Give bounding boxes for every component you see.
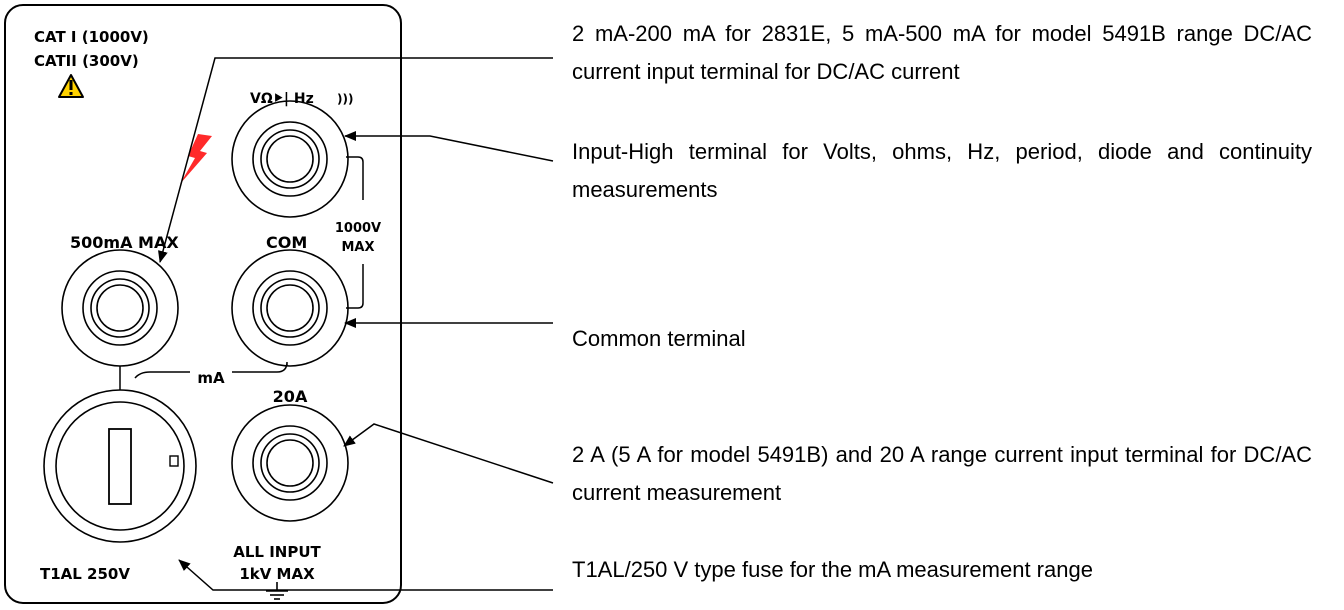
lightning-icon [180, 134, 212, 184]
leader-fuse [178, 559, 553, 591]
high-current-label: 20A [273, 387, 308, 406]
leader-current-input [158, 57, 553, 263]
com-label: COM [266, 233, 307, 252]
category-label-1: CAT I (1000V) [34, 28, 149, 46]
max-voltage-label-1: 1000V [335, 221, 381, 236]
ma-connection-line [119, 361, 288, 390]
category-label-2: CATII (300V) [34, 52, 139, 70]
fuse-holder [43, 389, 197, 543]
max-voltage-label-2: MAX [341, 240, 374, 255]
ma-label: mA [197, 369, 225, 387]
current-terminal-label: 500mA MAX [70, 233, 179, 252]
description-com: Common terminal [572, 326, 746, 351]
continuity-icon: ))) [337, 92, 353, 106]
v-ohm-hz-jack [231, 100, 349, 218]
all-input-label-2: 1kV MAX [239, 565, 315, 583]
max-voltage-bracket [346, 156, 364, 309]
leader-v-terminal [344, 131, 554, 162]
description-current-input: 2 mA-200 mA for 2831E, 5 mA-500 mA for m… [572, 21, 1312, 84]
description-fuse: T1AL/250 V type fuse for the mA measurem… [572, 557, 1093, 582]
ground-icon [266, 582, 288, 600]
com-jack [231, 249, 349, 367]
all-input-label-1: ALL INPUT [233, 543, 321, 561]
high-current-jack [231, 404, 349, 522]
v-terminal-label: VΩ⯈| Hz [250, 91, 314, 107]
description-v-terminal: Input-High terminal for Volts, ohms, Hz,… [572, 139, 1312, 202]
warning-icon [58, 74, 84, 98]
leader-high-current [343, 423, 554, 484]
fuse-label: T1AL 250V [40, 565, 130, 583]
panel-outline [4, 4, 402, 604]
description-high-current: 2 A (5 A for model 5491B) and 20 A range… [572, 442, 1312, 505]
